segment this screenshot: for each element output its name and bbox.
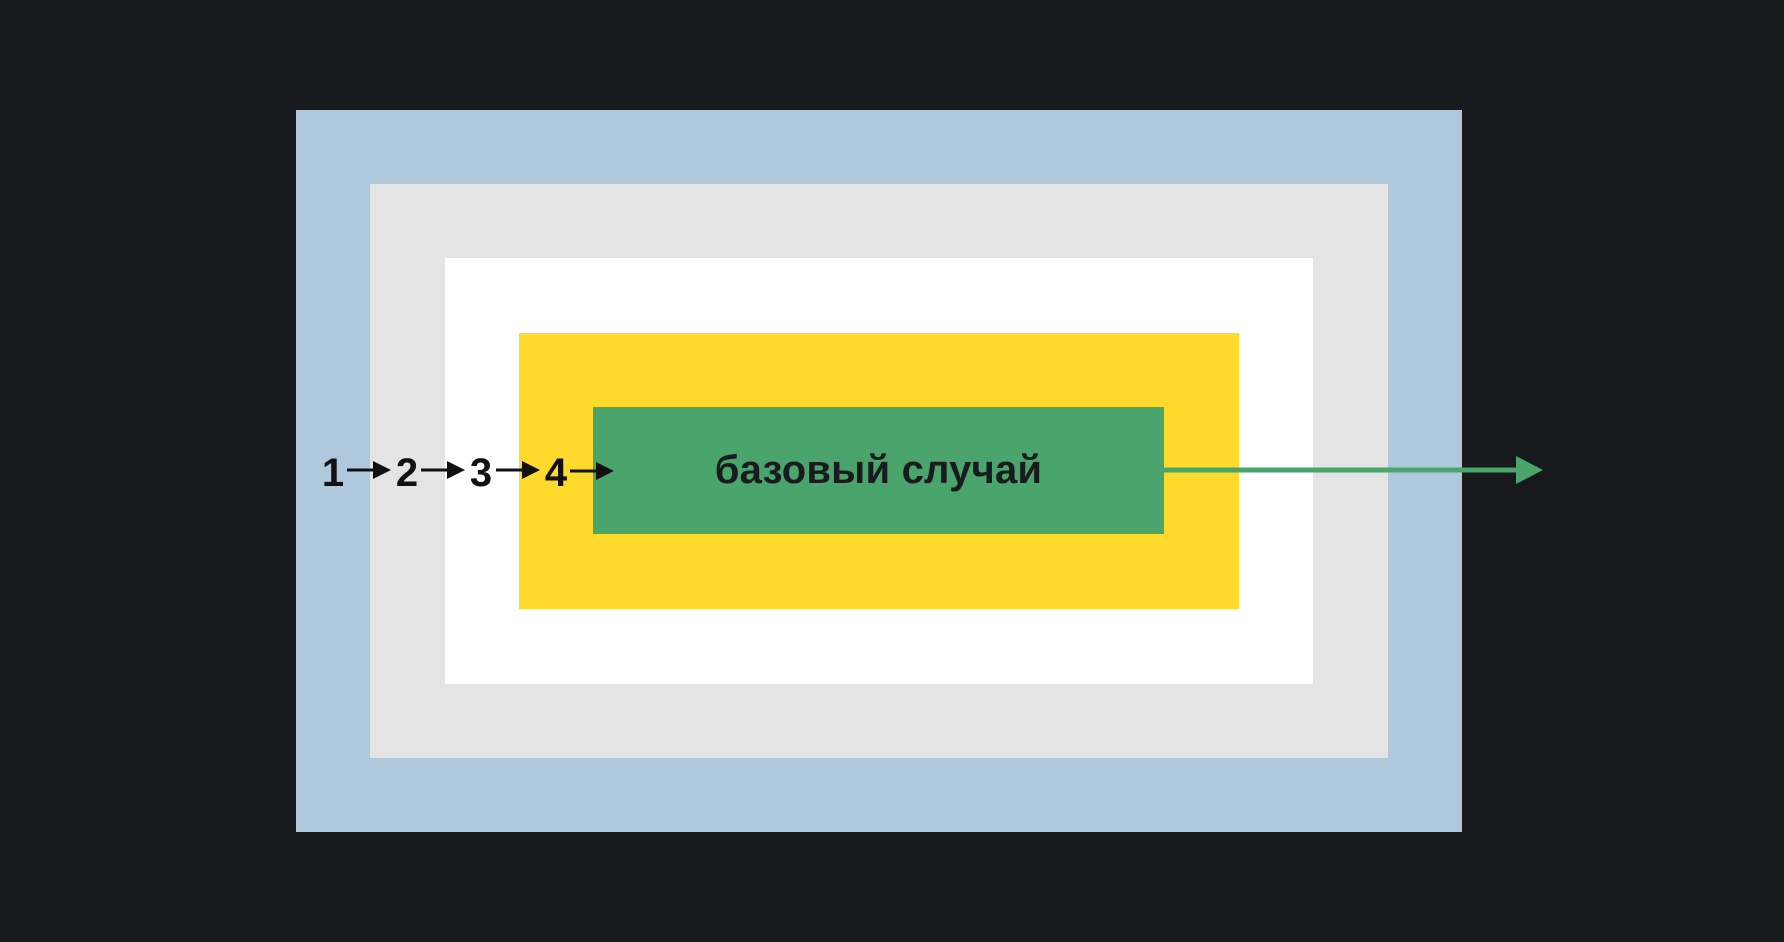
- base-case-label: базовый случай: [714, 448, 1043, 492]
- return-arrow-head: [1516, 456, 1543, 484]
- base-case-box: базовый случай: [593, 407, 1164, 534]
